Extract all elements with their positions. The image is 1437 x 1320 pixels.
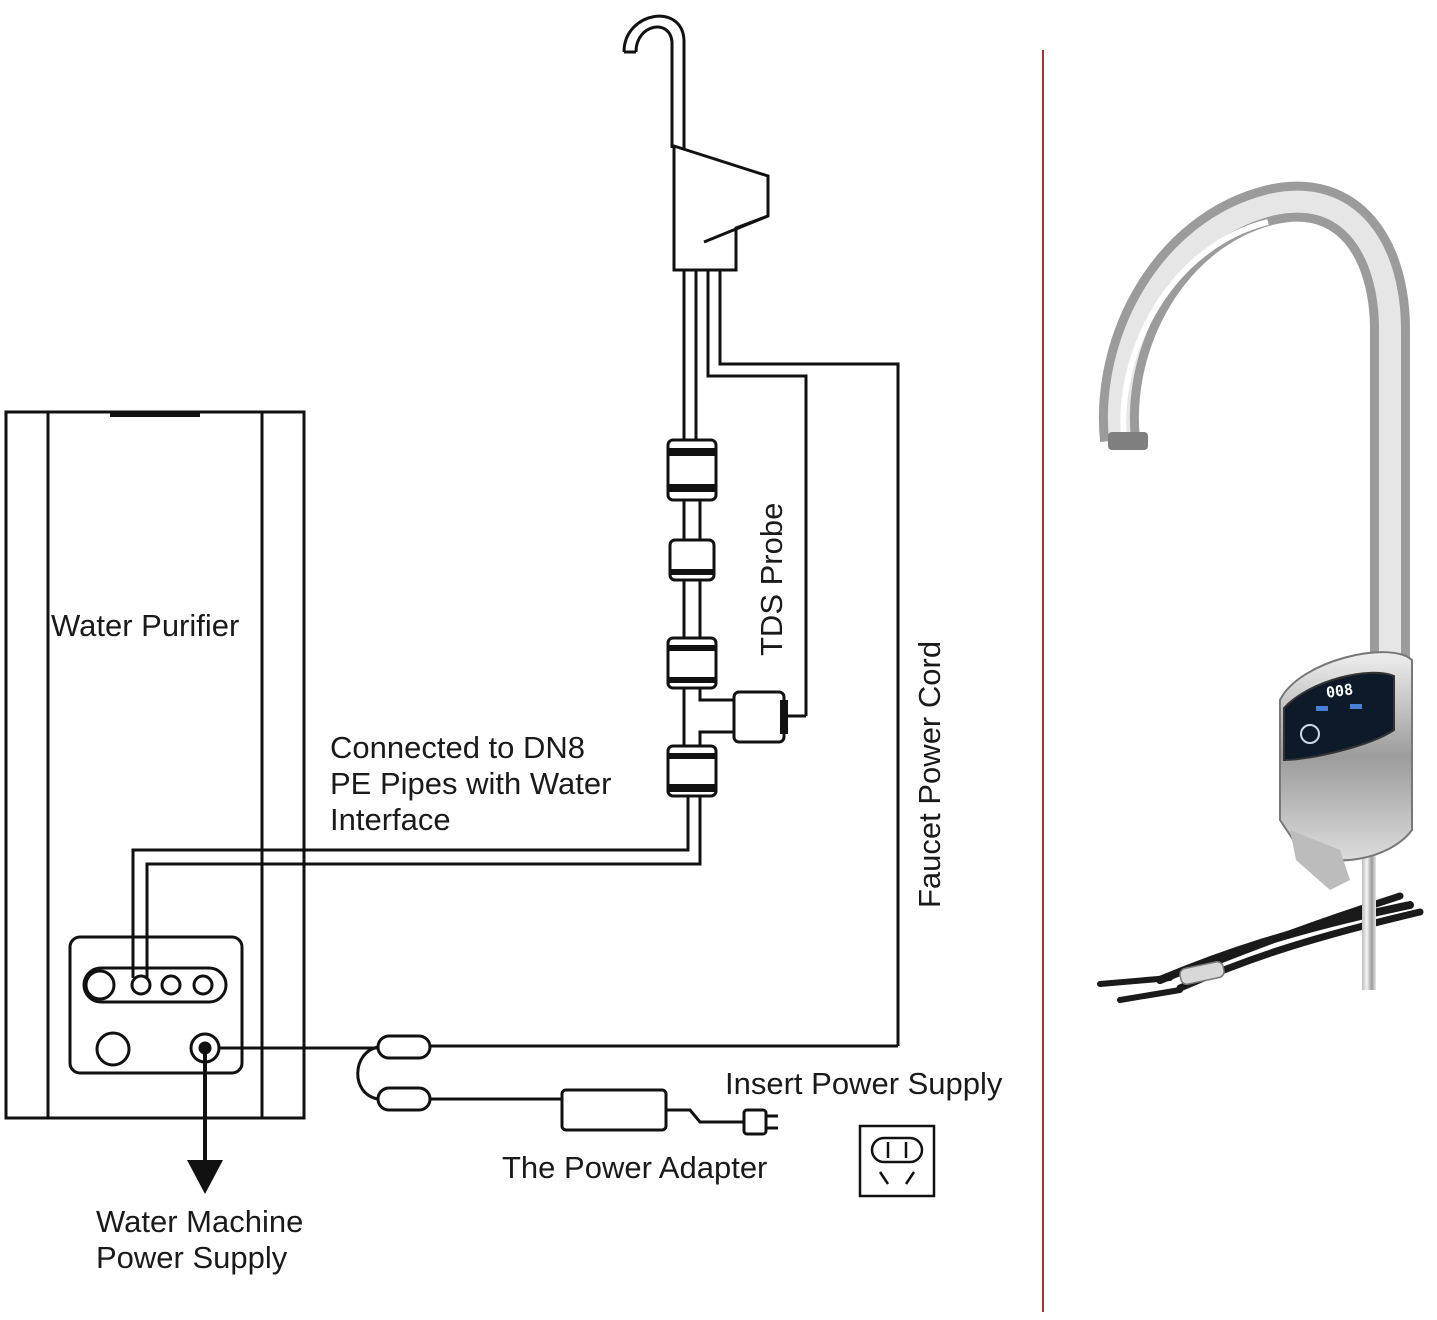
machine-power-supply-label: Water Machine Power Supply — [96, 1204, 303, 1276]
water-purifier-unit — [4, 410, 306, 1120]
power-adapter-label: The Power Adapter — [502, 1150, 768, 1185]
pipe-connection-line-3: Interface — [330, 802, 451, 837]
faucet-tubes — [682, 270, 900, 1046]
insert-power-supply-label: Insert Power Supply — [725, 1066, 1003, 1101]
pe-pipe — [131, 790, 702, 978]
tds-probe-label: TDS Probe — [754, 502, 789, 656]
machine-power-arrow — [187, 1050, 223, 1194]
pipe-connection-label: Connected to DN8 PE Pipes with Water Int… — [330, 730, 611, 838]
wall-outlet-icon — [858, 1124, 936, 1198]
pipe-connection-line-1: Connected to DN8 — [330, 730, 586, 765]
faucet-power-cord-label: Faucet Power Cord — [912, 640, 947, 908]
water-purifier-label: Water Purifier — [51, 608, 240, 643]
faucet-product-image — [1097, 181, 1424, 1003]
connection-panel — [68, 935, 244, 1075]
faucet-display-readout: 008 — [1324, 680, 1355, 702]
power-cord — [219, 1034, 898, 1136]
faucet-schematic — [622, 14, 770, 272]
connector-stack — [666, 438, 806, 798]
machine-power-line-2: Power Supply — [96, 1240, 288, 1275]
pipe-connection-line-2: PE Pipes with Water — [330, 766, 612, 801]
machine-power-line-1: Water Machine — [96, 1204, 304, 1239]
